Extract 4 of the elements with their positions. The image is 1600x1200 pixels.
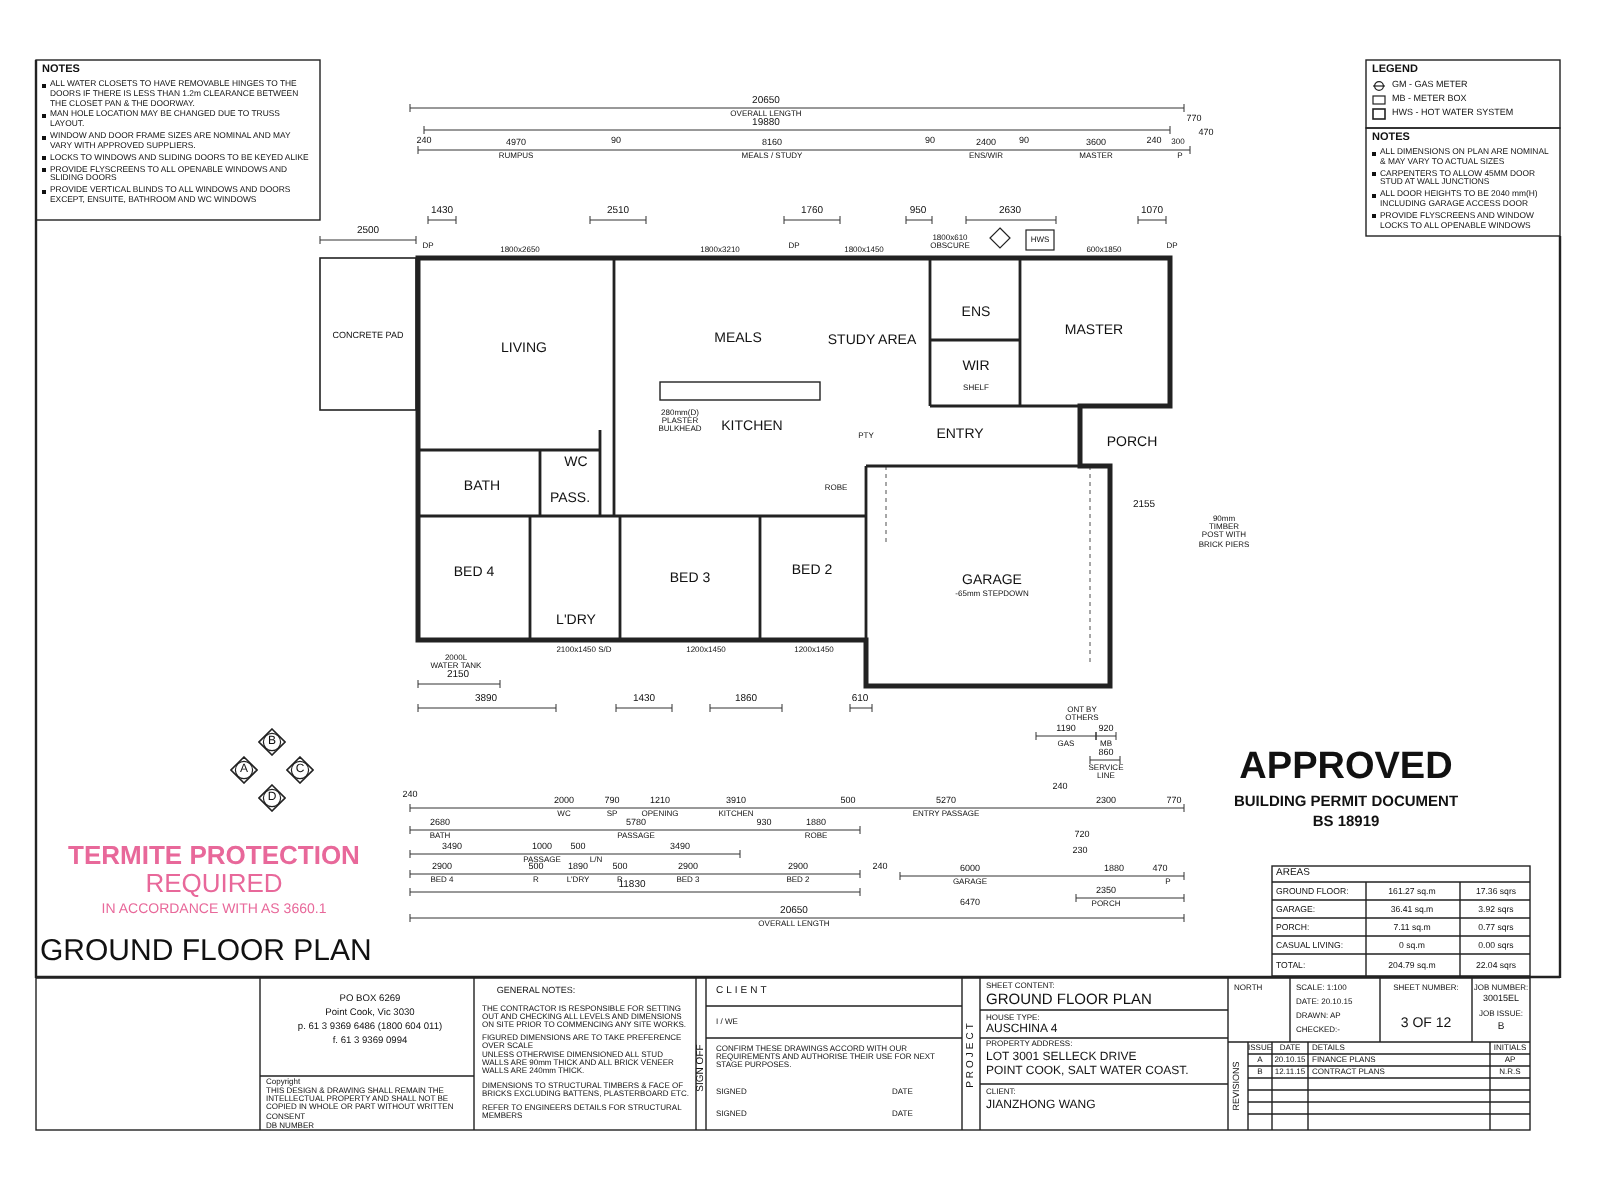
warning-text: TERMITE PROTECTION	[68, 842, 360, 870]
warning-text: REQUIRED	[145, 870, 283, 898]
drawing-title: GROUND FLOOR PLAN	[40, 936, 372, 968]
approval-stamp-text: APPROVED	[1239, 748, 1453, 788]
